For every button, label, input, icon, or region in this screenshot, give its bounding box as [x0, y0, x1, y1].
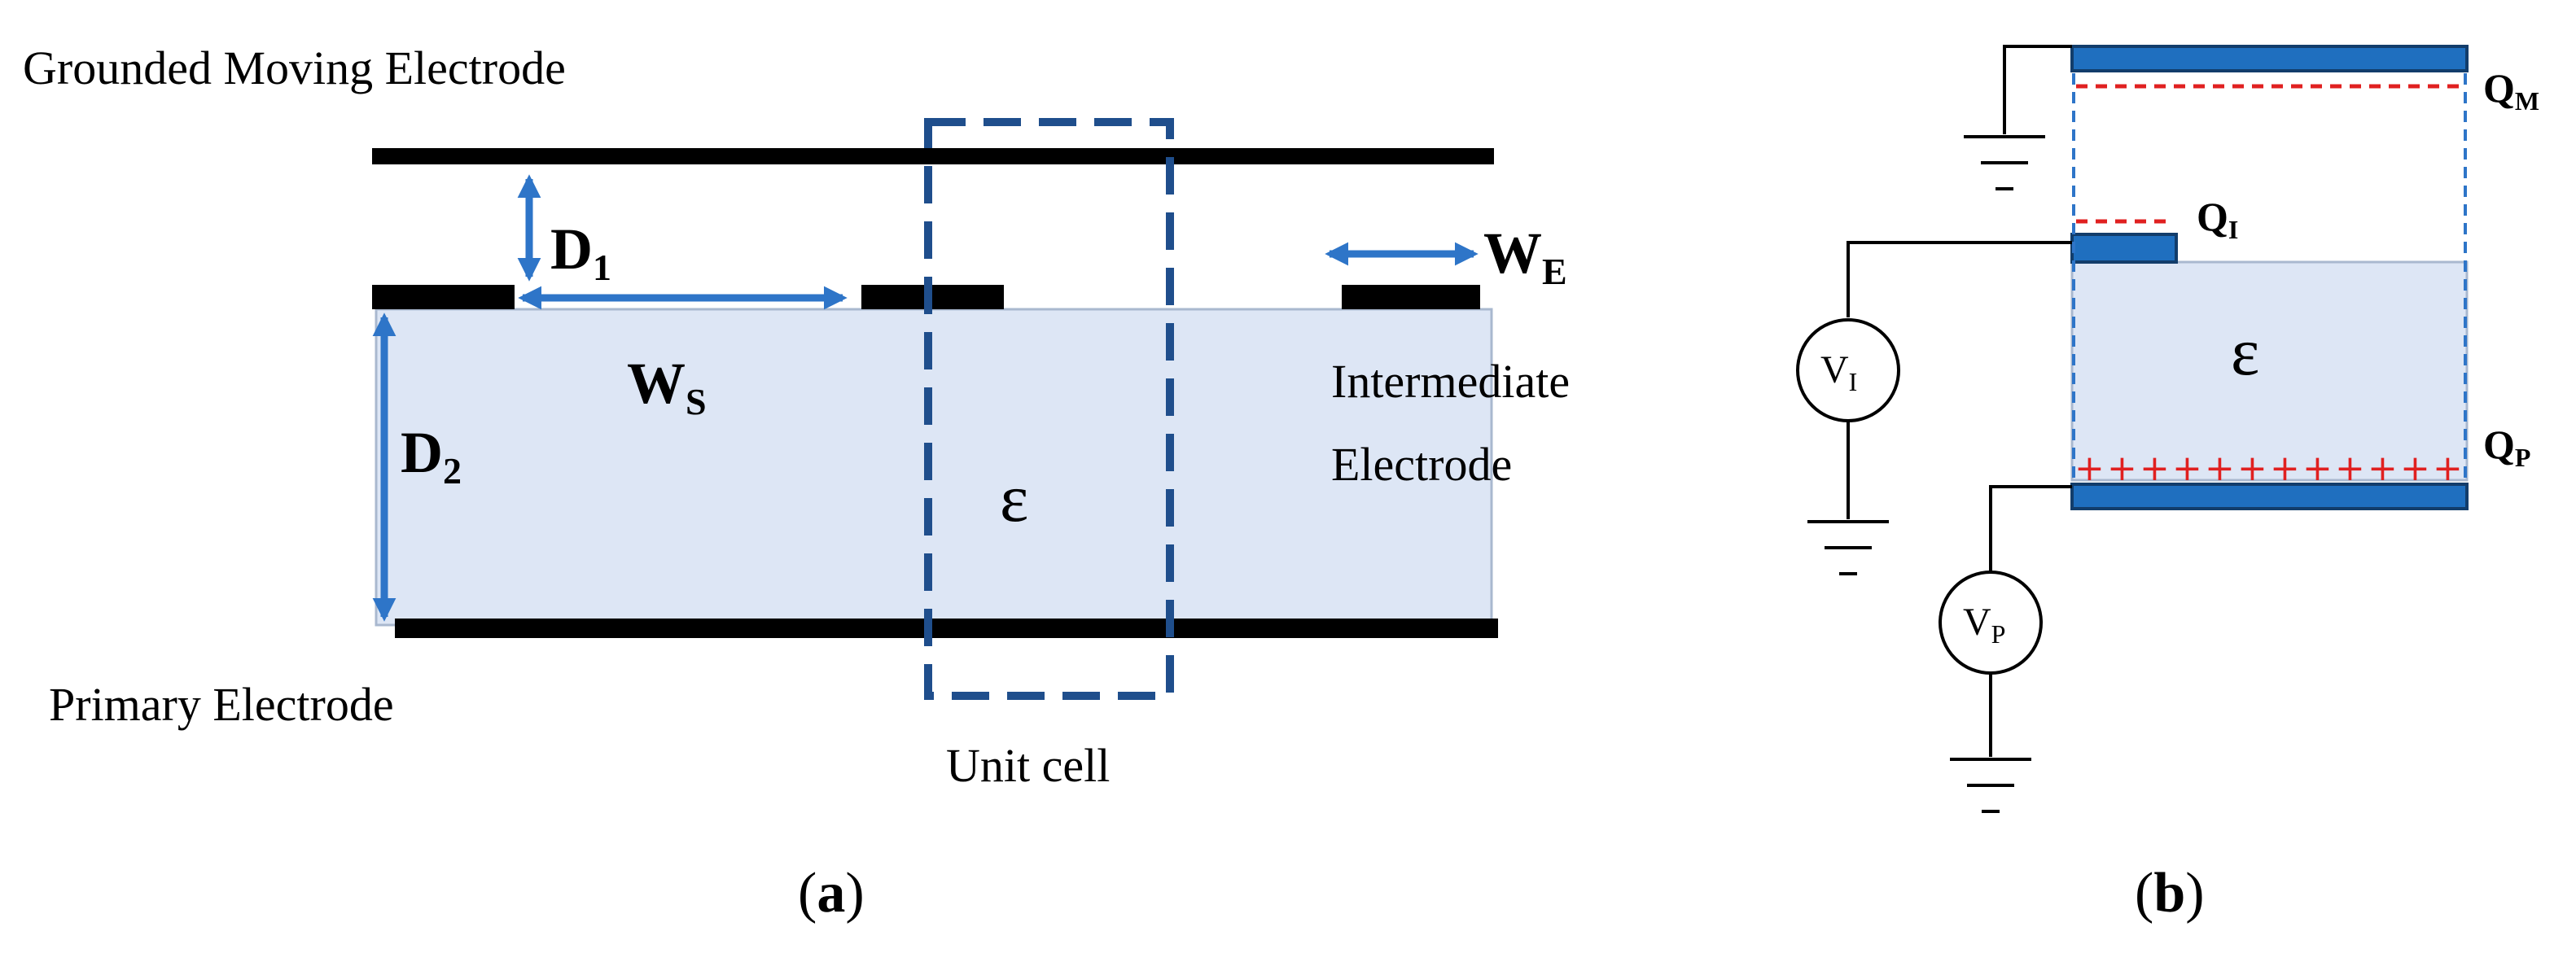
svg-text:+: + — [2074, 448, 2105, 489]
ground-symbol-icon — [1807, 520, 1889, 575]
label-d1: D1 — [550, 216, 611, 288]
label-epsilon-b: ε — [2231, 314, 2259, 390]
dielectric-layer — [375, 308, 1493, 627]
svg-text:+: + — [2140, 448, 2170, 489]
intermediate-electrode-segment — [861, 285, 1004, 309]
moving-electrode-b — [2070, 45, 2469, 72]
ground-wire-moving — [2003, 45, 2072, 134]
label-we: WE — [1483, 221, 1567, 292]
primary-electrode — [395, 619, 1498, 638]
panel-b: + + + + + + + + + + + + VI — [1796, 45, 2539, 925]
label-vi: VI — [1820, 348, 1857, 396]
grounded-moving-electrode — [372, 148, 1494, 164]
label-ws: WS — [627, 351, 707, 422]
svg-text:+: + — [2237, 448, 2267, 489]
label-qi: QI — [2197, 194, 2238, 244]
caption-a: (a) — [798, 862, 865, 925]
intermediate-electrode-b — [2070, 233, 2178, 264]
label-qm: QM — [2483, 65, 2539, 116]
label-qp: QP — [2483, 422, 2530, 472]
intermediate-electrode-segment — [1342, 285, 1480, 309]
label-unit-cell: Unit cell — [946, 739, 1110, 792]
label-epsilon-a: ε — [1000, 461, 1028, 536]
label-d2: D2 — [401, 420, 462, 492]
panel-a: Grounded Moving Electrode Primary Electr… — [23, 42, 1570, 925]
svg-text:+: + — [2400, 448, 2430, 489]
label-intermediate-electrode-line1: Intermediate — [1331, 355, 1570, 408]
primary-electrode-b — [2070, 483, 2469, 510]
ground-symbol-icon — [1964, 135, 2045, 190]
intermediate-electrode-segment — [372, 285, 515, 309]
unit-cell-box — [924, 118, 1174, 700]
label-primary-electrode: Primary Electrode — [49, 678, 394, 731]
wire-vp-top — [1989, 485, 2072, 571]
svg-text:+: + — [2205, 448, 2235, 489]
label-grounded-moving-electrode: Grounded Moving Electrode — [23, 42, 566, 94]
label-vp: VP — [1963, 601, 2005, 649]
caption-b: (b) — [2135, 862, 2205, 925]
svg-text:+: + — [2107, 448, 2137, 489]
label-intermediate-electrode-line2: Electrode — [1331, 438, 1512, 491]
svg-text:+: + — [2335, 448, 2365, 489]
svg-text:+: + — [2433, 448, 2463, 489]
dielectric-b — [2070, 260, 2469, 482]
svg-text:+: + — [2368, 448, 2398, 489]
svg-text:+: + — [2302, 448, 2333, 489]
positive-charges: + + + + + + + + + + + + — [2074, 448, 2463, 489]
svg-text:+: + — [2270, 448, 2300, 489]
wire-vi-top — [1847, 241, 2072, 317]
svg-text:+: + — [2172, 448, 2202, 489]
ground-symbol-icon — [1950, 758, 2031, 813]
